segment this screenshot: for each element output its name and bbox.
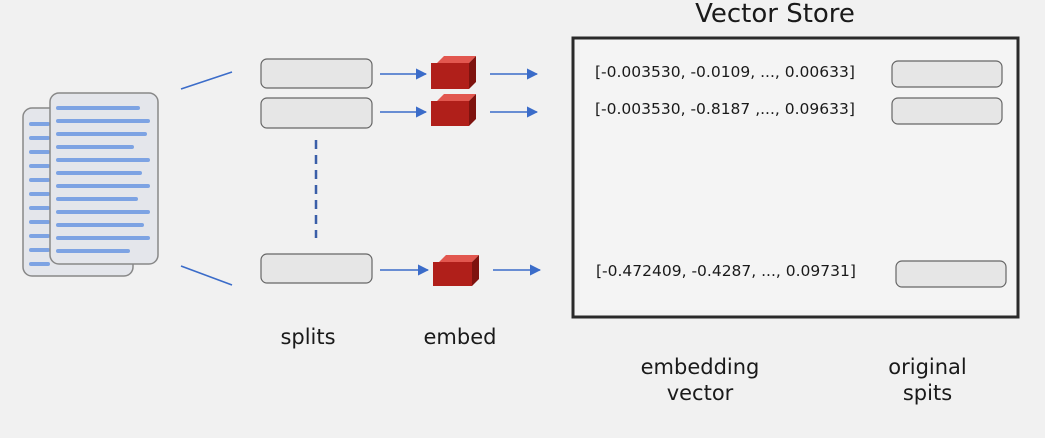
document-front-lines <box>56 106 150 253</box>
splits-label: splits <box>280 325 336 349</box>
embed-label: embed <box>423 325 497 349</box>
embedding-vector-row-2: [-0.003530, -0.8187 ,..., 0.09633] <box>595 100 855 118</box>
split-box-3 <box>260 253 373 284</box>
original-split-box-3 <box>895 260 1007 288</box>
connector-line-top <box>180 71 233 90</box>
embedding-vector-label-line-2: vector <box>666 381 734 405</box>
split-box-1 <box>260 58 373 89</box>
embedding-vector-row-1: [-0.003530, -0.0109, ..., 0.00633] <box>595 63 855 81</box>
documents-icon <box>22 92 159 277</box>
split-box-2 <box>260 97 373 129</box>
original-split-box-2 <box>891 97 1003 125</box>
document-back-lines <box>29 122 50 266</box>
embed-cube-icon-2 <box>431 94 476 126</box>
original-splits-label: original spits <box>850 354 1005 406</box>
embedding-vector-label-line-1: embedding <box>640 355 760 379</box>
original-splits-label-line-2: spits <box>902 381 953 405</box>
embedding-vector-row-3: [-0.472409, -0.4287, ..., 0.09731] <box>596 262 856 280</box>
original-splits-label-line-1: original <box>888 355 967 379</box>
embedding-vector-label: embedding vector <box>610 354 790 406</box>
embed-cube-icon-3 <box>433 255 479 286</box>
vector-store-title: Vector Store <box>695 0 855 29</box>
embed-cube-icon-1 <box>431 56 476 89</box>
original-split-box-1 <box>891 60 1003 88</box>
connector-line-bottom <box>180 265 233 286</box>
